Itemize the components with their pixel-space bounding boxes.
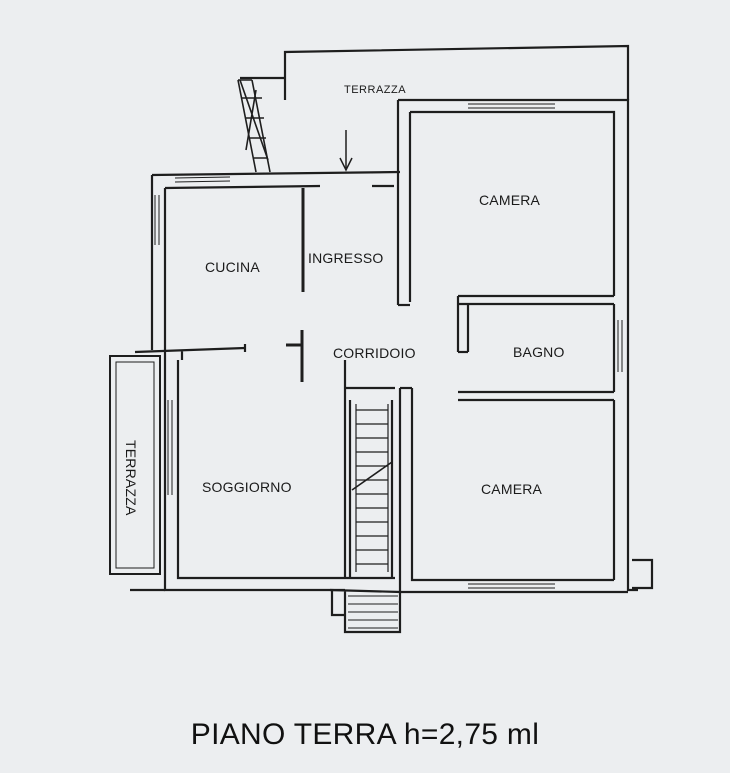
room-label-camera-bottom: CAMERA [481, 481, 543, 497]
terrace-top-outline [283, 44, 630, 100]
room-label-corridoio: CORRIDOIO [333, 345, 416, 361]
terrace-left-outline [109, 355, 161, 575]
entrance-arrow [339, 130, 353, 172]
exterior-wall [150, 170, 401, 350]
staircase [351, 404, 393, 572]
railing-hatch [237, 79, 271, 173]
room-label-soggiorno: SOGGIORNO [202, 479, 292, 495]
plan-caption: PIANO TERRA h=2,75 ml [190, 718, 540, 751]
room-label-bagno: BAGNO [513, 344, 565, 360]
room-label-terrazza-left: TERRAZZA [123, 440, 139, 516]
room-label-terrazza-top: TERRAZZA [344, 84, 406, 96]
room-label-cucina: CUCINA [205, 259, 260, 275]
room-label-ingresso: INGRESSO [308, 250, 384, 266]
room-label-camera-top: CAMERA [479, 192, 541, 208]
